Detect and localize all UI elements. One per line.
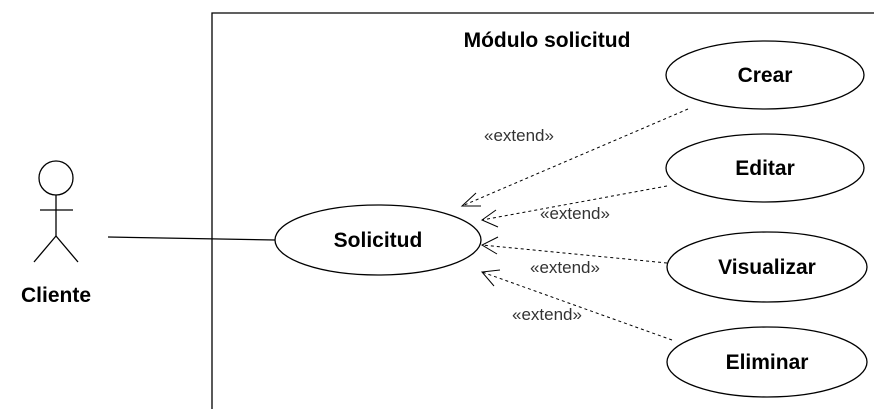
use-case-editar-label: Editar <box>735 157 795 180</box>
system-boundary: Módulo solicitud <box>211 12 874 409</box>
use-case-editar: Editar <box>665 133 865 203</box>
extend-label-editar: «extend» <box>540 204 610 223</box>
extend-label-crear: «extend» <box>484 126 554 145</box>
use-case-eliminar: Eliminar <box>666 326 868 398</box>
use-case-crear: Crear <box>665 40 865 110</box>
use-case-crear-label: Crear <box>738 64 793 87</box>
actor-cliente: Cliente <box>21 160 91 307</box>
system-title: Módulo solicitud <box>464 29 631 52</box>
actor-label: Cliente <box>21 284 91 307</box>
use-case-solicitud: Solicitud <box>274 204 482 276</box>
extend-visualizar-arrow <box>480 236 668 264</box>
extend-eliminar-arrow <box>481 269 673 341</box>
extend-relations <box>460 108 689 341</box>
extend-label-eliminar: «extend» <box>512 305 582 324</box>
use-case-solicitud-label: Solicitud <box>334 229 423 252</box>
extend-editar-arrow <box>480 185 668 228</box>
extend-crear-arrow <box>460 108 689 207</box>
use-case-visualizar-label: Visualizar <box>718 256 816 279</box>
use-case-eliminar-label: Eliminar <box>726 351 809 374</box>
association-line <box>107 236 276 241</box>
use-case-visualizar: Visualizar <box>666 231 868 303</box>
actor-stick-figure-icon <box>33 160 79 263</box>
extend-label-visualizar: «extend» <box>530 258 600 277</box>
